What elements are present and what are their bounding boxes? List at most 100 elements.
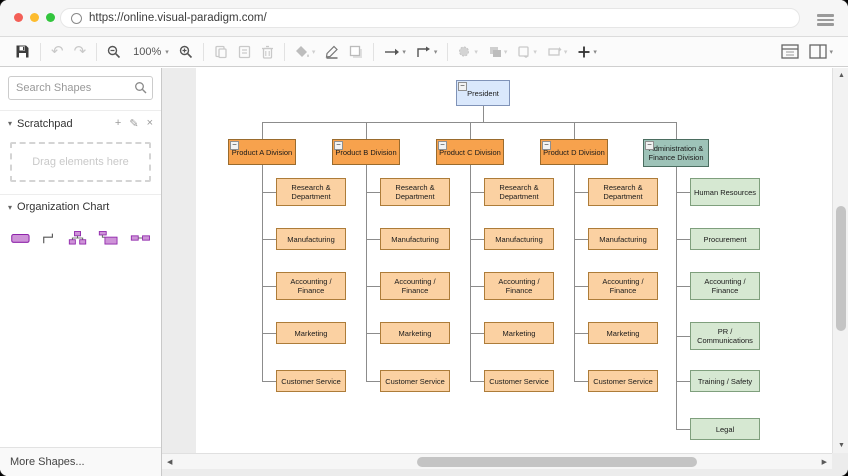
minimize-window-button[interactable] (30, 13, 39, 22)
org-chart-node[interactable]: Research & Department (484, 178, 554, 206)
horizontal-scrollbar[interactable]: ◀ ▶ (162, 453, 832, 469)
scratchpad-edit-icon[interactable]: ✎ (129, 118, 139, 130)
org-chart-node[interactable]: −Product B Division (332, 139, 400, 165)
scroll-left-icon[interactable]: ◀ (167, 459, 173, 466)
scratchpad-label: Scratchpad (17, 117, 73, 130)
gradient-dropdown[interactable]: ▾ (453, 40, 483, 64)
shadow-button[interactable] (344, 40, 368, 64)
org-chart-node[interactable]: −Product A Division (228, 139, 296, 165)
scratchpad-header[interactable]: ▾ Scratchpad + ✎ × (0, 110, 161, 136)
to-front-dropdown[interactable]: ▾ (483, 40, 513, 64)
collapse-icon[interactable]: − (438, 141, 447, 150)
org-chart-node[interactable]: Training / Safety (690, 370, 760, 392)
org-tree-shape[interactable] (68, 229, 87, 247)
org-chart-node[interactable]: Manufacturing (380, 228, 450, 250)
zoom-window-button[interactable] (46, 13, 55, 22)
zoom-out-button[interactable] (102, 40, 126, 64)
org-chart-node[interactable]: Accounting / Finance (588, 272, 658, 300)
collapse-icon[interactable]: − (334, 141, 343, 150)
collapse-icon[interactable]: − (458, 82, 467, 91)
horizontal-scroll-thumb[interactable] (417, 457, 697, 467)
collapse-triangle-icon: ▾ (8, 119, 13, 128)
save-button[interactable] (10, 40, 35, 64)
org-chart-node[interactable]: Accounting / Finance (690, 272, 760, 300)
scratchpad-dropzone[interactable]: Drag elements here (10, 142, 151, 182)
org-chart-node[interactable]: Accounting / Finance (484, 272, 554, 300)
collapse-icon[interactable]: − (230, 141, 239, 150)
zoom-in-icon (179, 45, 192, 58)
vertical-scrollbar[interactable]: ▲ ▼ (832, 68, 848, 453)
org-chart-node[interactable]: Customer Service (484, 370, 554, 392)
org-chart-node[interactable]: Marketing (484, 322, 554, 344)
org-chart-node[interactable]: Procurement (690, 228, 760, 250)
org-siblings-shape[interactable] (130, 231, 151, 245)
redo-button[interactable]: ↷ (69, 40, 92, 64)
org-chart-node[interactable]: Customer Service (276, 370, 346, 392)
connector-line (262, 192, 276, 193)
insert-dropdown[interactable]: ▾ (572, 40, 602, 64)
zoom-in-button[interactable] (174, 40, 198, 64)
browser-menu-icon[interactable] (817, 14, 834, 28)
org-chart-node[interactable]: Customer Service (380, 370, 450, 392)
search-shapes-input[interactable] (8, 76, 153, 100)
connector-line (262, 381, 276, 382)
org-chart-node[interactable]: −Product C Division (436, 139, 504, 165)
zoom-level-dropdown[interactable]: 100%▾ (133, 45, 169, 58)
org-chart-node[interactable]: Marketing (588, 322, 658, 344)
org-chart-node[interactable]: Customer Service (588, 370, 658, 392)
org-chart-node[interactable]: Research & Department (276, 178, 346, 206)
collapse-icon[interactable]: − (645, 141, 654, 150)
org-chart-node[interactable]: Research & Department (380, 178, 450, 206)
org-unit-shape[interactable] (10, 229, 31, 247)
connector-line (262, 122, 263, 139)
org-chart-node[interactable]: Legal (690, 418, 760, 440)
more-shapes-button[interactable]: More Shapes... (0, 447, 161, 476)
org-chart-node[interactable]: PR / Communications (690, 322, 760, 350)
connector-line (366, 122, 367, 139)
org-branch-shape[interactable] (98, 229, 119, 247)
org-chart-node[interactable]: −Product D Division (540, 139, 608, 165)
org-chart-node[interactable]: Human Resources (690, 178, 760, 206)
org-node-label: Customer Service (593, 376, 653, 386)
org-node-label: Marketing (502, 328, 536, 338)
toggle-panels-dropdown[interactable]: ▾ (804, 40, 838, 64)
connector-line (366, 333, 380, 334)
zoom-out-icon (107, 45, 121, 58)
delete-button[interactable] (256, 40, 279, 64)
org-chart-node[interactable]: Marketing (276, 322, 346, 344)
arrow-style-dropdown[interactable]: ▾ (379, 40, 411, 64)
toggle-format-panel-button[interactable] (776, 40, 804, 64)
org-chart-node[interactable]: Manufacturing (588, 228, 658, 250)
org-chart-node[interactable]: Accounting / Finance (276, 272, 346, 300)
connector-line (676, 239, 690, 240)
undo-button[interactable]: ↶ (46, 40, 69, 64)
address-bar[interactable]: https://online.visual-paradigm.com/ (60, 8, 800, 28)
elbow-connector-shape[interactable] (42, 229, 58, 247)
org-chart-node[interactable]: Research & Department (588, 178, 658, 206)
org-chart-node[interactable]: −President (456, 80, 510, 106)
fill-color-button[interactable]: ▾ (290, 40, 321, 64)
org-chart-section-header[interactable]: ▾ Organization Chart (0, 194, 161, 219)
paste-button[interactable] (233, 40, 256, 64)
scroll-right-icon[interactable]: ▶ (821, 459, 827, 466)
rotate-dropdown[interactable]: ▾ (542, 40, 573, 64)
vertical-scroll-thumb[interactable] (836, 206, 846, 331)
align-dropdown[interactable]: ▾ (512, 40, 542, 64)
scratchpad-add-icon[interactable]: + (114, 117, 122, 129)
editor-toolbar: ↶ ↷ 100%▾ ▾ ▾ (0, 37, 848, 67)
org-chart-node[interactable]: Marketing (380, 322, 450, 344)
line-color-button[interactable] (320, 40, 344, 64)
collapse-icon[interactable]: − (542, 141, 551, 150)
org-chart-node[interactable]: Accounting / Finance (380, 272, 450, 300)
scroll-up-icon[interactable]: ▲ (838, 72, 845, 79)
copy-button[interactable] (209, 40, 233, 64)
connector-line (366, 239, 380, 240)
close-window-button[interactable] (14, 13, 23, 22)
scratchpad-close-icon[interactable]: × (146, 117, 153, 129)
org-chart-node[interactable]: Manufacturing (484, 228, 554, 250)
scroll-down-icon[interactable]: ▼ (838, 442, 845, 449)
org-chart-node[interactable]: Manufacturing (276, 228, 346, 250)
connector-style-dropdown[interactable]: ▾ (411, 40, 443, 64)
org-chart-node[interactable]: −Administration & Finance Division (643, 139, 709, 167)
